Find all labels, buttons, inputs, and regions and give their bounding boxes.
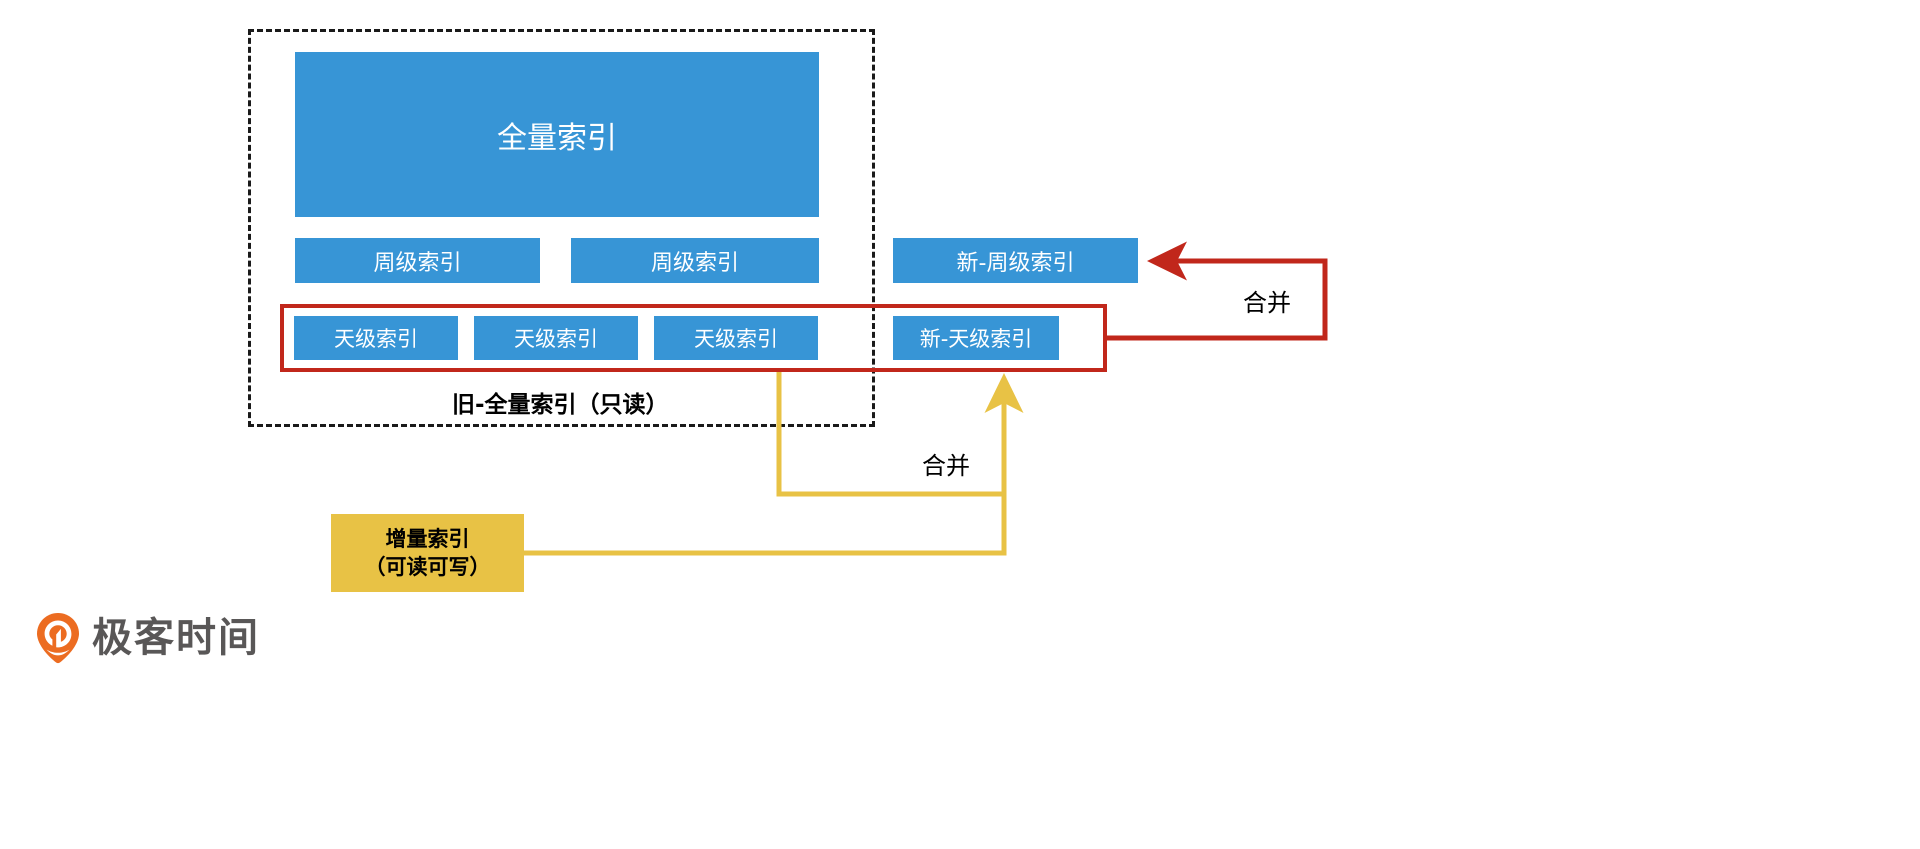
new-week-index-box[interactable]: 新-周级索引 [893,238,1138,283]
day-index-group [280,304,1107,372]
new-day-index-box[interactable]: 新-天级索引 [893,316,1059,360]
brand-logo: 极客时间 [36,612,260,664]
geek-time-pin-icon [36,612,80,664]
week-index-box-1[interactable]: 周级索引 [295,238,540,283]
full-index-box[interactable]: 全量索引 [295,52,819,217]
day-index-box-1[interactable]: 天级索引 [294,316,458,360]
incremental-index-line-1: 增量索引 [385,526,470,551]
day-index-label-2: 天级索引 [514,327,598,351]
day-index-box-3[interactable]: 天级索引 [654,316,818,360]
edge-merge-day-to-week [1107,241,1328,341]
week-index-box-2[interactable]: 周级索引 [571,238,819,283]
day-index-label-3: 天级索引 [694,327,778,351]
full-index-label: 全量索引 [497,120,617,156]
new-day-index-label: 新-天级索引 [919,327,1033,351]
brand-name: 极客时间 [92,615,260,661]
day-index-box-2[interactable]: 天级索引 [474,316,638,360]
day-index-label-1: 天级索引 [334,327,418,351]
incremental-index-box[interactable]: 增量索引 （可读可写） [331,514,524,592]
week-index-label-2: 周级索引 [650,250,739,276]
new-week-index-label: 新-周级索引 [956,250,1075,276]
old-full-index-caption: 旧-全量索引（只读） [452,385,669,419]
edge-label-merge-day-to-week: 合并 [1243,283,1291,318]
edge-label-merge-incremental-to-day: 合并 [922,446,970,481]
incremental-index-line-2: （可读可写） [364,555,491,579]
old-full-index-caption-text: 旧-全量索引（只读） [452,392,669,418]
week-index-label-1: 周级索引 [373,250,462,276]
edge-label-merge-incremental-to-day-text: 合并 [922,452,970,480]
edge-label-merge-day-to-week-text: 合并 [1243,289,1291,317]
